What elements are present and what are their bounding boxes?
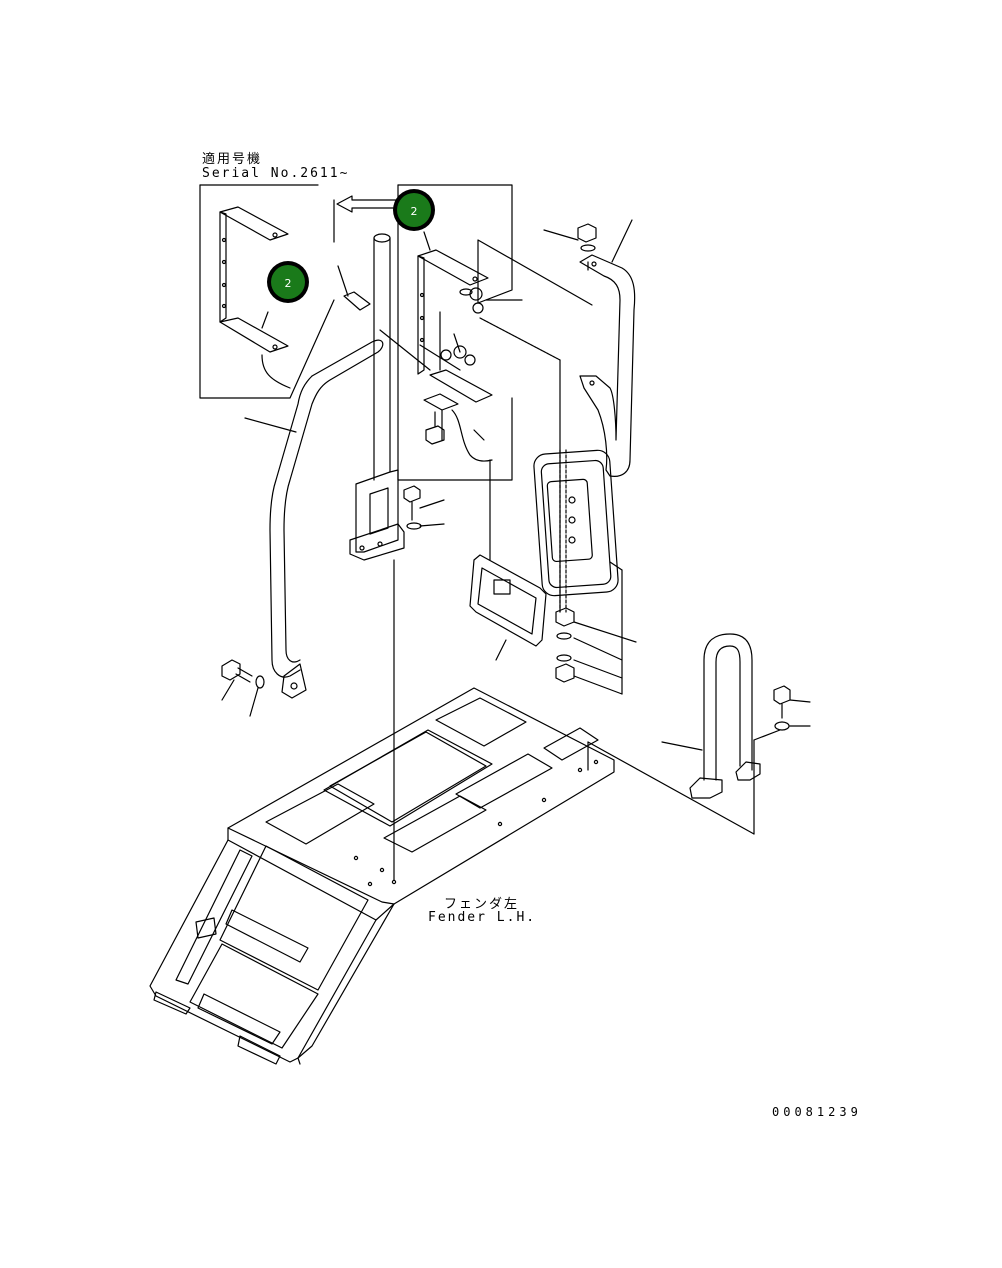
nut-top	[577, 223, 597, 252]
mirror-hardware	[555, 607, 575, 683]
fender	[149, 687, 615, 1065]
mirror-pole	[337, 233, 405, 561]
dashed-guides	[379, 317, 561, 881]
fender-label-en: Fender L.H.	[428, 910, 537, 925]
bolt	[425, 411, 445, 445]
callout-2-inset-number: 2	[285, 277, 292, 290]
applicability-note-en: Serial No.2611~	[202, 166, 350, 181]
inset-bracket	[219, 206, 291, 389]
fender-label-jp: フェンダ左	[444, 897, 520, 912]
callout-2-main-fill	[397, 193, 431, 227]
applicability-note-jp: 適用号機	[202, 152, 263, 167]
nut-cluster	[440, 287, 484, 366]
handrail-bolt	[221, 659, 265, 689]
mirror-head-small	[469, 554, 547, 647]
handrail-right-bolt	[773, 685, 791, 731]
callout-2-inset[interactable]: 2	[267, 261, 309, 303]
callout-2-main[interactable]: 2	[393, 189, 435, 231]
handrail-right	[689, 633, 761, 799]
inset-frame	[199, 184, 335, 399]
reference-arrow	[336, 195, 397, 213]
callout-2-main-number: 2	[411, 205, 418, 218]
mirror-bracket	[417, 249, 493, 462]
drawing-number: 00081239	[772, 1105, 862, 1119]
callout-2-inset-fill	[271, 265, 305, 299]
detail-frame	[397, 184, 593, 481]
mirror-arm	[579, 254, 636, 477]
leader-lines	[221, 219, 811, 835]
pole-bolt	[403, 485, 422, 530]
handrail-left	[269, 339, 384, 699]
mirror-head-large	[533, 449, 619, 613]
